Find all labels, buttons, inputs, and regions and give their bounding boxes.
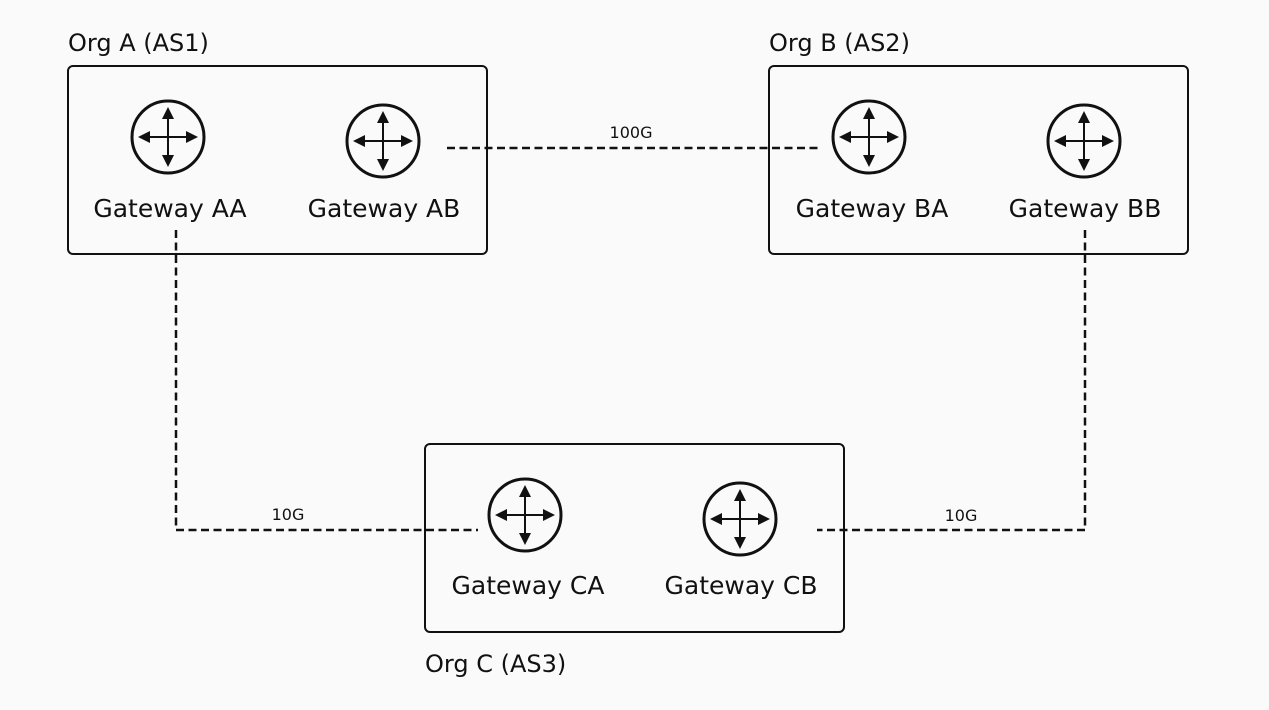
link-aa-ca xyxy=(174,230,478,532)
gateway-aa[interactable]: Gateway AA xyxy=(93,99,247,223)
gateway-ab[interactable]: Gateway AB xyxy=(308,103,461,223)
gateway-ba-label: Gateway BA xyxy=(796,194,949,223)
router-icon xyxy=(1046,103,1122,179)
org-a-label: Org A (AS1) xyxy=(68,29,209,57)
gateway-cb-label: Gateway CB xyxy=(665,571,818,600)
router-icon xyxy=(831,99,907,175)
gateway-bb[interactable]: Gateway BB xyxy=(1009,103,1162,223)
gateway-ba[interactable]: Gateway BA xyxy=(796,99,949,223)
org-c-box xyxy=(424,443,845,633)
org-a-box xyxy=(67,65,488,255)
router-icon xyxy=(345,103,421,179)
gateway-ca[interactable]: Gateway CA xyxy=(452,477,605,600)
gateway-cb[interactable]: Gateway CB xyxy=(665,481,818,600)
gateway-bb-label: Gateway BB xyxy=(1009,194,1162,223)
link-label-ab-ba: 100G xyxy=(610,123,653,142)
link-bb-cb xyxy=(817,230,1087,532)
router-icon xyxy=(130,99,206,175)
gateway-ab-label: Gateway AB xyxy=(308,194,461,223)
router-icon xyxy=(702,481,778,557)
gateway-ca-label: Gateway CA xyxy=(452,571,605,600)
link-label-aa-ca: 10G xyxy=(272,505,305,524)
org-b-label: Org B (AS2) xyxy=(769,29,910,57)
link-label-bb-cb: 10G xyxy=(945,506,978,525)
gateway-aa-label: Gateway AA xyxy=(93,194,246,223)
router-icon xyxy=(487,477,563,553)
org-c-label: Org C (AS3) xyxy=(425,650,566,678)
org-b-box xyxy=(768,65,1189,255)
